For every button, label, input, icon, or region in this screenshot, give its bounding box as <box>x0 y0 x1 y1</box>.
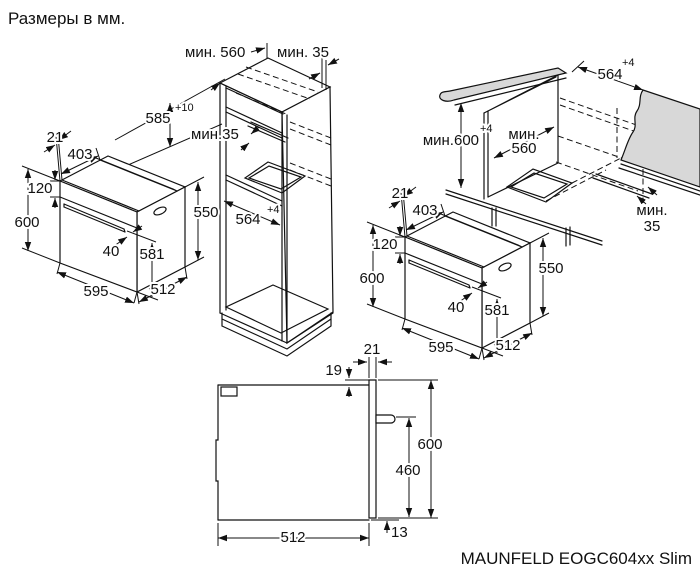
dim-cabinet-niche-width-tol: +4 <box>267 204 280 216</box>
dim-side-door-thickness: 21 <box>364 341 381 358</box>
dim-oven-width: 595 <box>83 283 108 300</box>
dim-niche-height-tol: +4 <box>480 123 493 135</box>
dim-niche-back-gap-value: 35 <box>644 218 661 235</box>
dim-niche-depth-value: 560 <box>511 140 536 157</box>
model-name: MAUNFELD EOGC604xx Slim <box>461 549 692 568</box>
oven-projection-left: 21 403 120 600 40 581 550 595 512 <box>12 127 221 304</box>
dim-oven-top-depth: 403 <box>412 202 437 219</box>
dim-oven-side-height: 550 <box>538 260 563 277</box>
dim-cabinet-niche-width: 564 <box>235 211 260 228</box>
dim-side-door-top-offset: 19 <box>325 362 342 379</box>
dim-oven-panel-height: 120 <box>372 236 397 253</box>
dim-cabinet-min-depth: мин. 560 <box>185 44 245 61</box>
dim-oven-height: 600 <box>14 214 39 231</box>
dim-oven-top-gap: 21 <box>392 185 409 202</box>
counter-niche-drawing: 564 +4 мин.600 +4 мин. 560 мин. 35 <box>421 55 700 247</box>
dim-oven-top-depth: 403 <box>67 146 92 163</box>
dim-oven-side-height: 550 <box>193 204 218 221</box>
dim-niche-width: 564 <box>597 66 622 83</box>
dim-oven-body-height: 581 <box>139 246 164 263</box>
dim-niche-back-gap-word: мин. <box>636 202 667 219</box>
dim-cabinet-niche-height: 585 <box>145 110 170 127</box>
dim-oven-handle-offset: 40 <box>103 243 120 260</box>
dim-niche-width-tol: +4 <box>622 57 635 69</box>
dim-side-depth: 512 <box>280 529 305 546</box>
dim-niche-height: мин.600 <box>423 132 479 149</box>
dim-niche-depth-word: мин. <box>508 126 539 143</box>
oven-side-view: 21 19 600 460 13 512 <box>215 339 445 548</box>
dim-oven-handle-offset: 40 <box>448 299 465 316</box>
oven-projection-right: 21 403 120 600 40 581 550 595 512 <box>357 183 566 360</box>
tall-cabinet-drawing: мин. 560 мин. 35 585 +10 мин.35 564 +4 <box>111 42 340 357</box>
dim-oven-height: 600 <box>359 270 384 287</box>
dim-oven-width: 595 <box>428 339 453 356</box>
dim-oven-top-gap: 21 <box>47 129 64 146</box>
page-title: Размеры в мм. <box>8 9 125 28</box>
dim-side-handle-height: 460 <box>395 462 420 479</box>
dim-oven-panel-height: 120 <box>27 180 52 197</box>
dim-cabinet-shelf-gap: мин.35 <box>191 126 239 143</box>
dim-oven-depth: 512 <box>150 281 175 298</box>
dim-cabinet-top-gap: мин. 35 <box>277 44 329 61</box>
dim-side-bottom-gap: 13 <box>391 524 408 541</box>
dim-oven-body-height: 581 <box>484 302 509 319</box>
oven-left-labels: 21 403 120 600 40 581 550 595 512 <box>12 127 220 302</box>
oven-right-labels: 21 403 120 600 40 581 550 595 512 <box>357 183 565 358</box>
dim-cabinet-niche-height-tol: +10 <box>175 102 194 114</box>
dim-oven-depth: 512 <box>495 337 520 354</box>
dim-side-height: 600 <box>417 436 442 453</box>
